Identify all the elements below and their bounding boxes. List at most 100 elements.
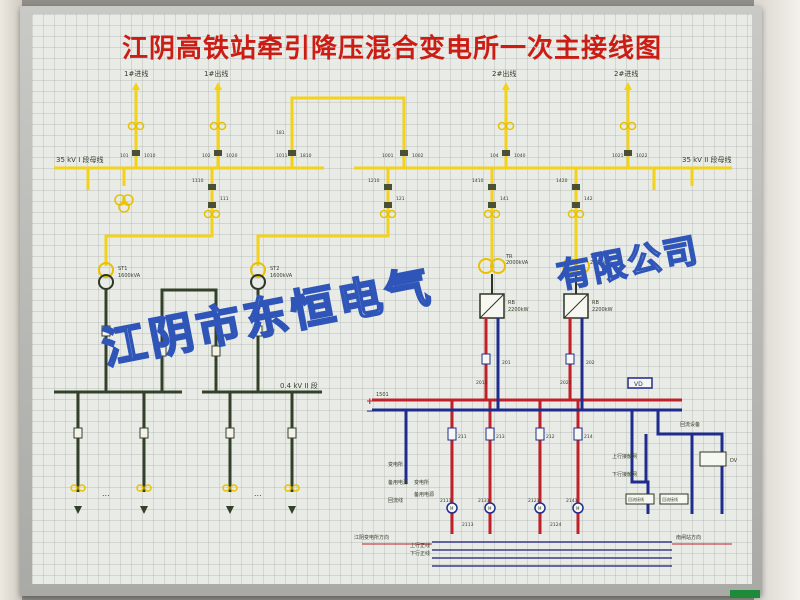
ellipsis-labels: ... ... [102,489,262,498]
label-s1011: 1011 [276,153,288,159]
label-s214: 214 [584,434,593,440]
lv-switches [73,325,297,439]
label-s2141: 2141 [566,498,578,504]
label-s1040: 1040 [514,153,526,159]
label-s1002: 1002 [412,153,424,159]
motor-label-2: M [488,506,492,511]
label-s212: 212 [546,434,555,440]
motor-labels: M M M M [450,506,580,511]
label-s2124: 2124 [550,522,562,528]
vd-label: VD [634,381,643,388]
neg-box-1 [625,493,655,505]
label-s1210: 1210 [368,178,380,184]
label-s101: 101 [120,153,129,159]
label-s2113: 2113 [462,522,474,528]
manufacturer-plate [730,590,760,598]
dv-box [699,451,727,467]
ellipsis-right: ... [254,489,262,498]
dc-labels: VD DV 回流设备 回流接线 回流接线 变电所 备用电源 变电所 备用电源 回… [354,381,738,557]
label-rect1-rating: 2200kW [508,307,529,313]
label-s2121: 2121 [528,498,540,504]
rectifier-boxes [479,293,589,319]
tr-to-rect [491,274,577,294]
label-s100: 1001 [382,153,394,159]
label-s121: 121 [396,196,405,202]
label-s2011: 2011 [476,380,488,386]
feeder-right-label: 南闸站方向 [676,534,701,541]
to-up-b-label: 上行正线 [410,542,430,549]
label-s1410: 1410 [472,178,484,184]
motor-label-4: M [576,506,580,511]
transformer-labels: ST1 1600kVA ST2 1600kVA RB 2200kW RB 220… [118,254,613,313]
bianyuan2-label: 备用电源 [388,479,408,486]
label-dc-bus: 1501 [376,392,389,398]
return-line-label: 回流设备 [680,421,700,428]
transformer-symbols [98,258,590,290]
label-s2021: 2021 [560,380,572,386]
feeder-lines [432,541,672,567]
line-labels: 1#进线 1#出线 2#出线 2#进线 [124,69,638,78]
label-s1110: 1110 [192,178,204,184]
label-s1010: 1010 [144,153,156,159]
dc-polarity: + − [366,397,374,417]
dc-breakers [447,353,583,441]
dc-minus-sign: − [366,407,374,417]
label-st2-rating: 1600kVA [270,273,293,279]
rectifier-diagonals [479,293,589,319]
label-in2: 2#进线 [614,69,638,78]
label-st1-name: ST1 [118,266,127,272]
motor-label-1: M [450,506,454,511]
label-s202: 202 [586,360,595,366]
label-s401: 401 [114,328,123,334]
ct-symbols [114,121,637,219]
label-s104: 104 [490,153,499,159]
ellipsis-left: ... [102,489,110,498]
label-bus-04kv-2: 0.4 kV II 段 [280,381,318,390]
bus-labels: 35 kV I 段母线 35 kV II 段母线 0.4 kV II 段 150… [56,155,732,398]
wall-left [0,0,22,600]
neg-box-2 [659,493,689,505]
label-tr-rating: 2000kVA [506,260,529,266]
dc-plus-sign: + [366,397,374,407]
label-out2: 2#出线 [492,69,516,78]
dv-label: DV [730,458,738,464]
label-in1: 1#进线 [124,69,148,78]
lv-lines [54,288,322,492]
label-s1020: 1020 [226,153,238,159]
label-s1810: 1810 [300,153,312,159]
label-s141: 141 [500,196,509,202]
dc-negative-lines [372,318,724,514]
label-s2131: 2131 [478,498,490,504]
yellow-switches [132,150,632,208]
feeder-left-label: 江阴变电所方向 [354,534,389,541]
diagram-title: 江阴高铁站牵引降压混合变电所一次主接线图 [121,34,662,64]
label-s2111: 2111 [440,498,452,504]
label-tr2-rating: 2000kVA [590,260,613,266]
label-st1-rating: 1600kVA [118,273,141,279]
label-s181: 181 [276,130,285,136]
label-s1022: 1022 [636,153,648,159]
label-bus-35kv-2: 35 kV II 段母线 [682,155,732,164]
label-rect2-rating: 2200kW [592,307,613,313]
motor-switches [446,502,584,514]
neg-box-2-label: 回流接线 [662,496,678,502]
label-s1420: 1420 [556,178,568,184]
label-tr2-name: TR [589,254,597,260]
label-s102: 102 [202,153,211,159]
bianyuan1-label: 变电所 [388,461,403,468]
lv-ct-symbols [70,484,300,492]
switch-labels: 101 1010 102 1020 1011 1810 181 1001 100… [114,130,648,528]
bianyuan4-label: 备用电源 [414,491,434,498]
label-s201: 201 [502,360,511,366]
line-arrows [132,82,632,90]
label-s111: 111 [220,196,229,202]
label-s1021: 1021 [612,153,624,159]
label-rect2-name: RB [592,300,599,306]
label-s211: 211 [458,434,467,440]
return-label: 回流线 [388,497,403,504]
label-out1: 1#出线 [204,69,228,78]
to-up-a-label: 上行接触网 [612,453,637,460]
wiring-board: 江阴高铁站牵引降压混合变电所一次主接线图 [32,14,752,584]
label-st2-name: ST2 [270,266,279,272]
label-s142: 142 [584,196,593,202]
